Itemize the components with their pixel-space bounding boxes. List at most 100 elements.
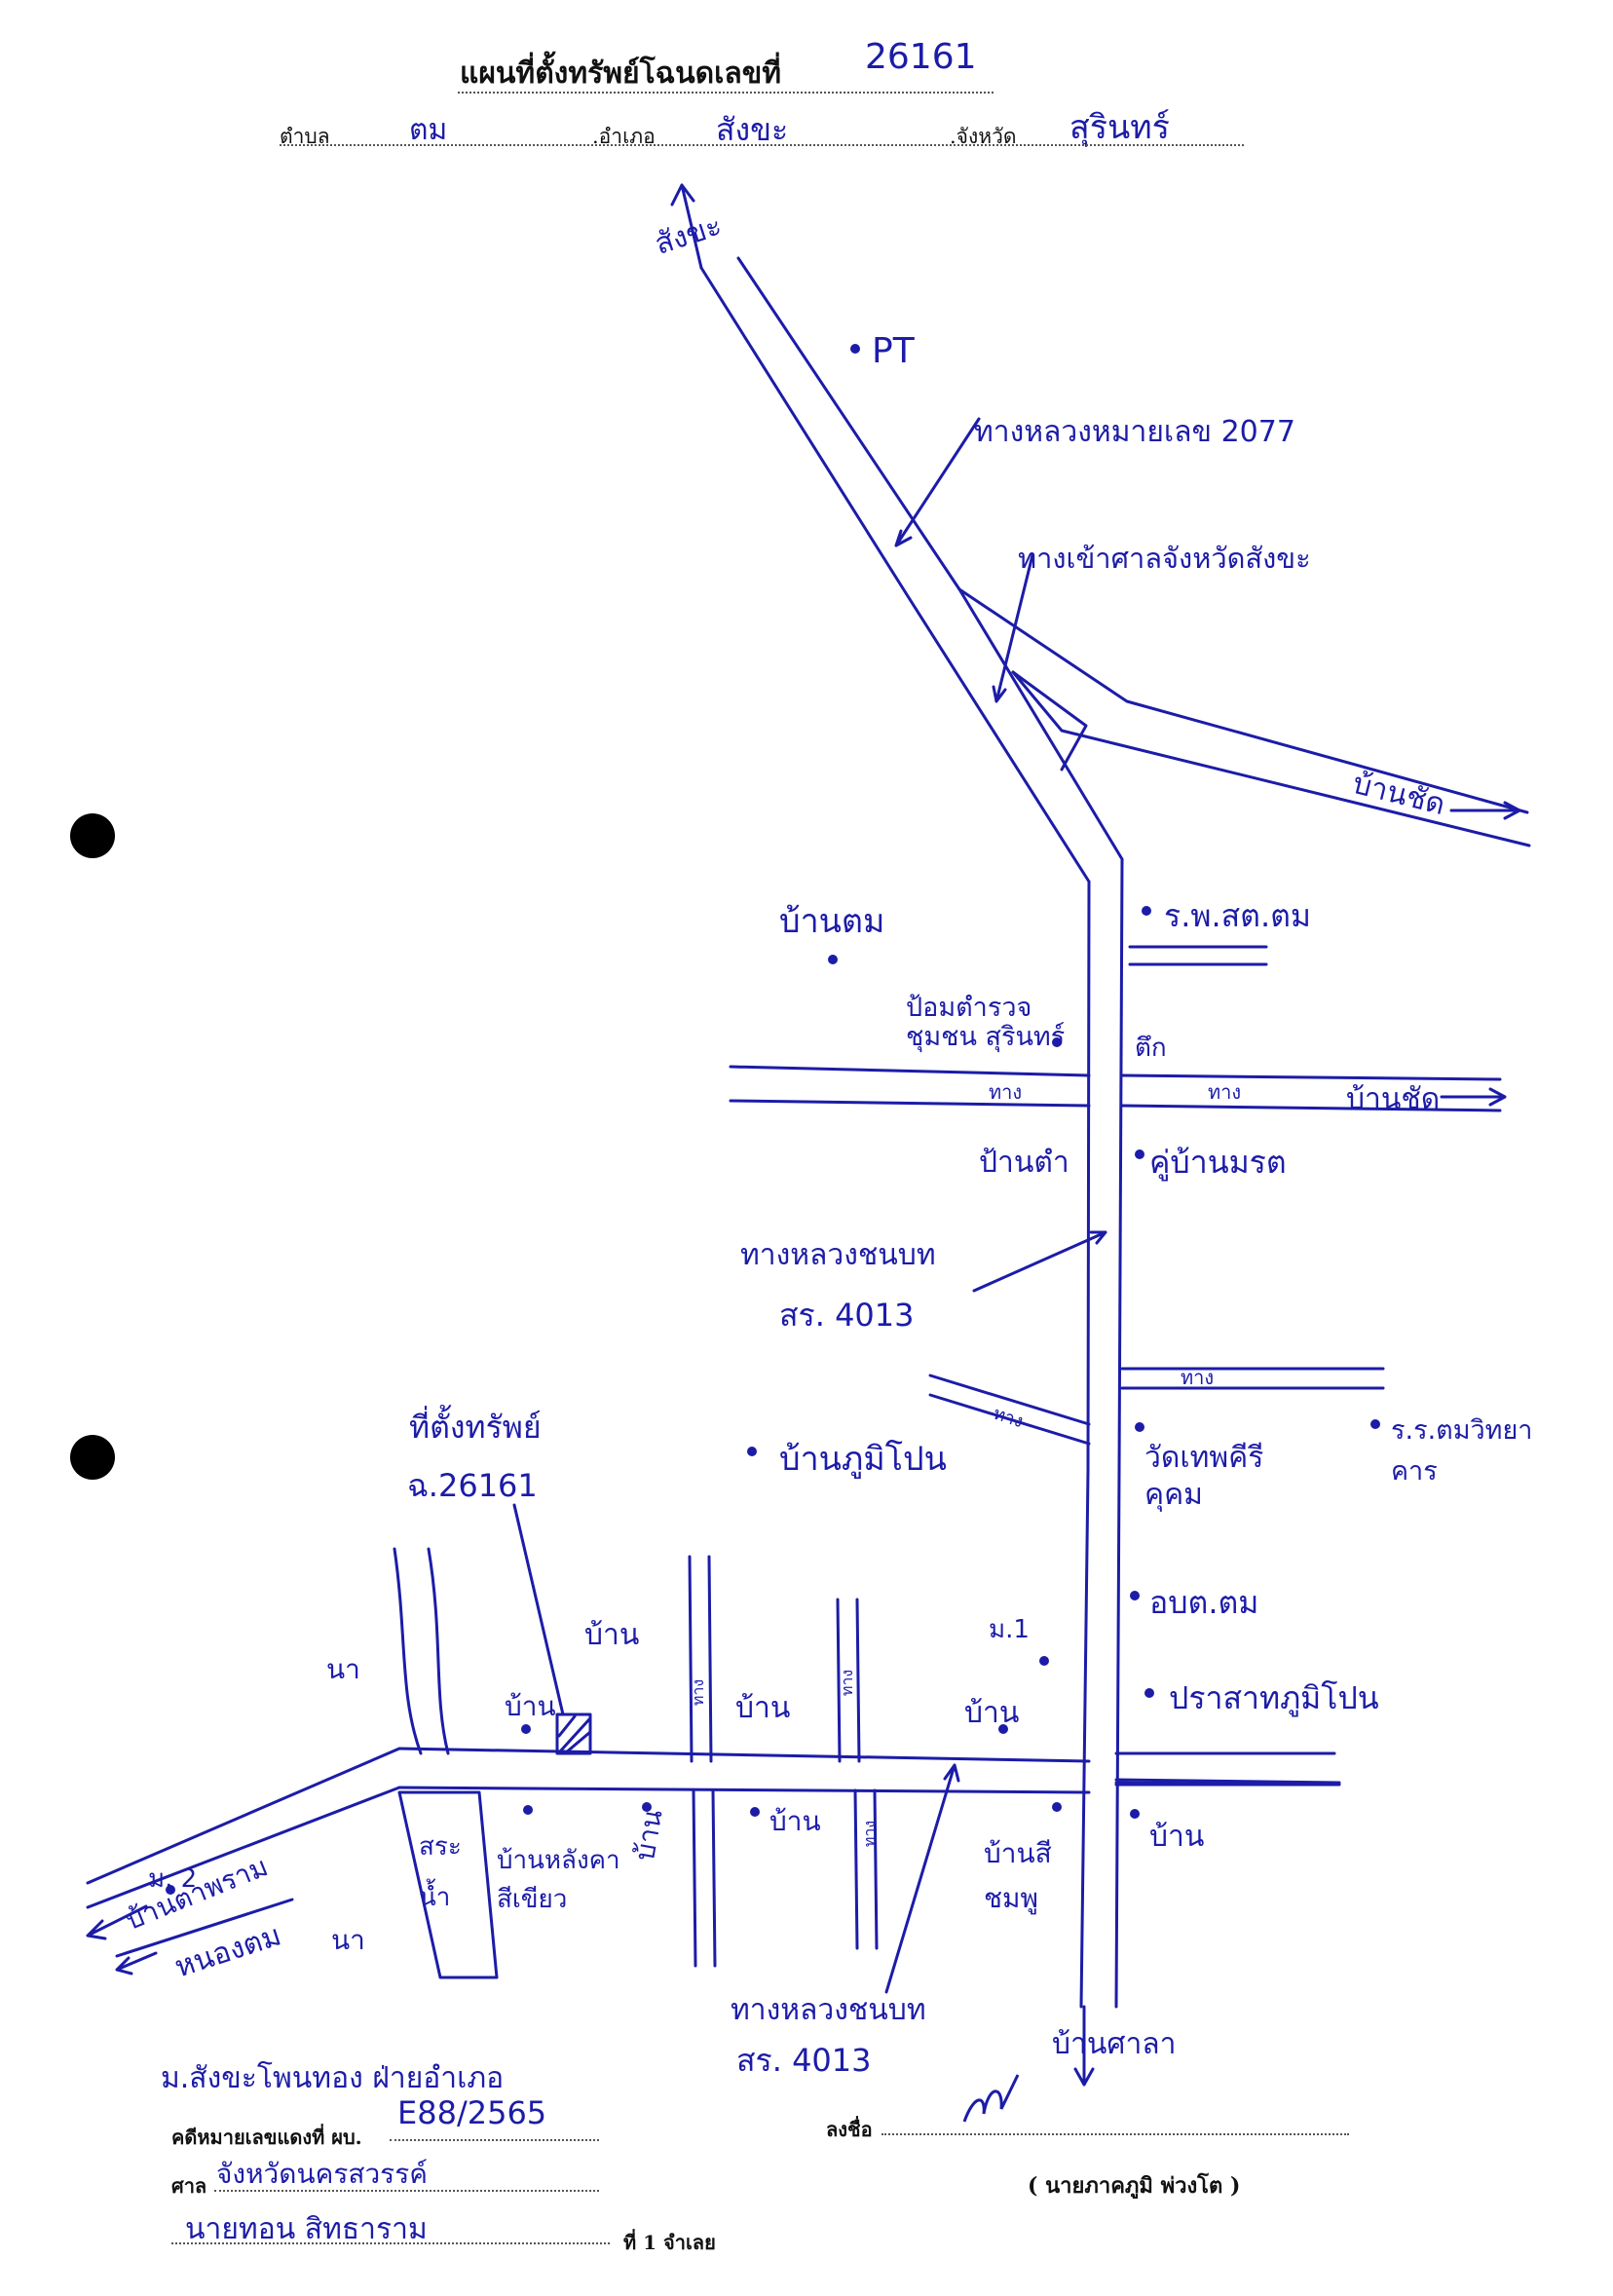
lane-2-west (836, 1598, 842, 1763)
case-label: คดีหมายเลขแดงที่ ผบ. (171, 2126, 362, 2149)
point-house-plot (521, 1724, 531, 1734)
page-title: แผนที่ตั้งทรัพย์โฉนดเลขที่ (460, 56, 782, 91)
label-rural-road-code-2: สร. 4013 (736, 2042, 872, 2079)
point-ku-kamrot (1135, 1149, 1144, 1159)
officer-name: นายทอน สิทธาราม (185, 2212, 428, 2246)
arrow-west-2 (115, 1951, 158, 1976)
label-house-4: บ้าน (964, 1696, 1020, 1730)
label-ban-tom: บ้านตม (779, 902, 885, 941)
arrow-east-2 (1440, 1087, 1507, 1107)
point-pt (850, 344, 860, 354)
case-dotted-line (390, 2139, 599, 2141)
label-highway-2077: ทางหลวงหมายเลข 2077 (974, 415, 1295, 449)
lane-3-west (692, 1788, 697, 1968)
junction-triangle (1011, 670, 1088, 772)
sign-dotted-line (882, 2133, 1349, 2135)
label-road-small-6: ทาง (838, 1669, 857, 1697)
label-pt: PT (872, 331, 915, 371)
punch-hole-top (70, 813, 115, 858)
point-obt (1130, 1591, 1140, 1600)
canal-east (427, 1547, 450, 1755)
plot-leader-line (512, 1503, 565, 1716)
label-road-small-1: ทาง (989, 1080, 1023, 1104)
lane-4-east (873, 1788, 879, 1950)
highway-2077-west-edge (699, 266, 1091, 884)
lane-3-east (711, 1788, 717, 1968)
case-number: E88/2565 (397, 2094, 547, 2131)
point-moo2 (166, 1885, 175, 1895)
arrow-west-1 (86, 1904, 148, 1940)
officer-dotted-line (171, 2242, 610, 2244)
highway-branch-south-edge (1011, 670, 1531, 847)
point-house-7 (750, 1807, 760, 1817)
property-plot (555, 1713, 592, 1755)
point-ban-tom (828, 955, 838, 964)
label-pond: สระ น้ำ (419, 1832, 462, 1912)
title-underline (458, 92, 994, 94)
label-road-small-5: ทาง (689, 1678, 708, 1707)
district-value: สังขะ (716, 111, 789, 148)
label-school: ร.ร.ตมวิทยา คาร (1391, 1415, 1533, 1487)
leader-road-4013-north (972, 1230, 1107, 1293)
label-rural-road-2: ทางหลวงชนบท (731, 1993, 926, 2027)
road-east-5a (1114, 1778, 1341, 1785)
label-house-1: บ้าน (584, 1618, 640, 1652)
road-cross-2-east-north (1120, 1073, 1502, 1081)
label-hospital: ร.พ.สต.ตม (1164, 897, 1311, 934)
lane-1-west (688, 1555, 694, 1763)
plot-hatch (557, 1714, 592, 1755)
footer-note: ม.สังขะโพนทอง ฝ่ายอำเภอ (161, 2061, 505, 2095)
point-castle (1144, 1688, 1154, 1698)
point-police (1052, 1037, 1062, 1047)
province-value: สุรินทร์ (1069, 108, 1170, 147)
road-4013-west-edge (1079, 880, 1091, 2009)
point-school (1370, 1419, 1380, 1429)
label-obt: อบต.ตม (1149, 1584, 1259, 1621)
label-field-2: นา (331, 1924, 365, 1956)
point-phumipun (747, 1447, 757, 1456)
label-road-small-8: ทาง (860, 1820, 880, 1848)
leader-road-4013-south (884, 1763, 960, 1994)
label-ku-kamrot: คู่บ้านมรต (1149, 1144, 1287, 1181)
court-label: ศาล (171, 2174, 207, 2198)
sheet-number: ที่ 1 จำเลย (623, 2231, 716, 2254)
lane-4-west (853, 1788, 859, 1950)
south-road-south-edge (397, 1786, 1091, 1794)
point-house-6 (642, 1802, 652, 1812)
road-diagonal-south (928, 1393, 1091, 1446)
label-house-3: บ้าน (735, 1691, 791, 1725)
header-dotted-line (280, 144, 1244, 146)
court-dotted-line (214, 2190, 599, 2192)
south-road-west-north (86, 1747, 401, 1885)
point-sompu (1052, 1802, 1062, 1812)
label-house-2: บ้าน (505, 1690, 556, 1722)
road-east-5b (1114, 1781, 1341, 1787)
signatory-name: ( นายภาคภูมิ พ่วงโต ) (1028, 2173, 1241, 2199)
point-house-8 (1130, 1809, 1140, 1819)
point-wat (1135, 1422, 1144, 1432)
canal-west (393, 1547, 423, 1755)
label-ban-phumipun: บ้านภูมิโปน (779, 1440, 947, 1479)
point-house-5 (523, 1805, 533, 1815)
label-plot-deed: ฉ.26161 (407, 1467, 538, 1504)
arrow-east-1 (1449, 801, 1521, 820)
court-name: จังหวัดนครสวรรค์ (216, 2158, 428, 2190)
lane-1-east (707, 1555, 713, 1763)
leader-court-road (992, 553, 1034, 703)
label-wat: วัดเทพคีรี คุคม (1144, 1441, 1264, 1512)
punch-hole-bottom (70, 1435, 115, 1480)
point-house-mid (998, 1724, 1008, 1734)
label-road-small-2: ทาง (1208, 1080, 1242, 1104)
road-diagonal-north (928, 1374, 1091, 1426)
label-field-1: นา (326, 1653, 360, 1685)
label-rural-road: ทางหลวงชนบท (740, 1238, 936, 1272)
point-hospital (1142, 906, 1151, 916)
road-4013-east-edge (1114, 857, 1124, 2009)
point-moo1 (1039, 1656, 1049, 1666)
lane-2-east (855, 1598, 861, 1763)
label-ban-ta: ป้านตำ (979, 1146, 1069, 1180)
label-court-road: ทางเข้าศาลจังหวัดสังขะ (1018, 542, 1311, 575)
label-house-6: บ้าน (769, 1805, 821, 1837)
label-ban-sompu: บ้านสี ชมพู (984, 1837, 1052, 1914)
label-police: ป้อมตำรวจชุมชน สุรินทร์ (906, 993, 1066, 1052)
